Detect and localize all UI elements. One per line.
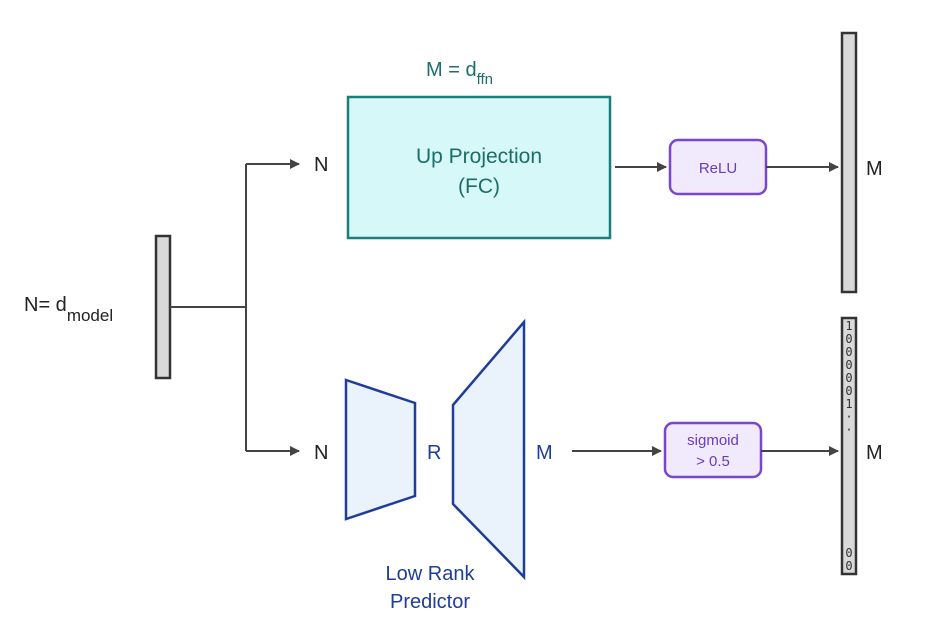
low-rank-down-projection — [344, 378, 417, 521]
mask-bit: 0 — [845, 358, 852, 372]
relu-label: ReLU — [699, 160, 737, 177]
mask-bit: 0 — [845, 559, 852, 573]
mask-bit: 0 — [845, 546, 852, 560]
top-output-vector — [840, 31, 858, 294]
mask-bit: 0 — [845, 384, 852, 398]
predictor-label-line2: Predictor — [390, 591, 470, 613]
top-n-label: N — [314, 154, 328, 176]
mask-output-label: M — [866, 442, 883, 464]
predictor-label-line1: Low Rank — [386, 563, 476, 585]
input-vector — [154, 234, 172, 380]
mask-bit: 1 — [845, 319, 852, 333]
mask-bit: 0 — [845, 371, 852, 385]
sigmoid-label-line1: sigmoid — [687, 432, 739, 449]
bottom-m-label: M — [536, 442, 553, 464]
top-output-label: M — [866, 158, 883, 180]
bottom-n-label: N — [314, 442, 328, 464]
mask-bit: 0 — [845, 332, 852, 346]
ffn-dimension-label: M = dffn — [426, 59, 493, 88]
sigmoid-label-line2: > 0.5 — [696, 453, 730, 470]
mask-bit: 0 — [845, 345, 852, 359]
low-rank-up-projection — [451, 318, 526, 581]
mask-bit: · — [845, 423, 852, 437]
rank-r-label: R — [427, 442, 441, 464]
input-dimension-label: N= dmodel — [24, 294, 113, 325]
up-projection-box — [346, 95, 612, 240]
mask-output-vector — [840, 316, 858, 576]
up-projection-label: Up Projection — [416, 145, 542, 168]
mask-bit: 1 — [845, 397, 852, 411]
mask-bit: · — [845, 410, 852, 424]
up-projection-sublabel: (FC) — [458, 175, 500, 198]
